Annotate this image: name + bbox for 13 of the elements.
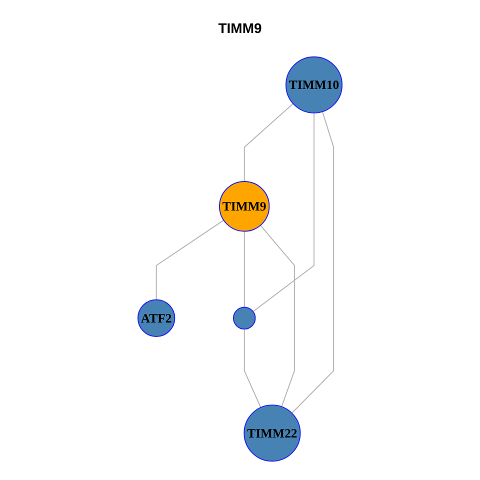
title: TIMM9: [218, 20, 262, 36]
node-circle: TIMM9: [219, 180, 270, 232]
connector: [156, 220, 224, 300]
connector: [260, 224, 295, 408]
node-circle: TIMM10: [285, 56, 343, 114]
connector: [252, 112, 314, 312]
connector: [291, 111, 334, 414]
node-circle: ATF2: [137, 299, 176, 338]
connector: [244, 103, 294, 182]
connector: [244, 328, 262, 408]
node-circle: TIMM22: [244, 404, 301, 462]
node-circle: [232, 306, 256, 330]
connector: [244, 230, 245, 308]
